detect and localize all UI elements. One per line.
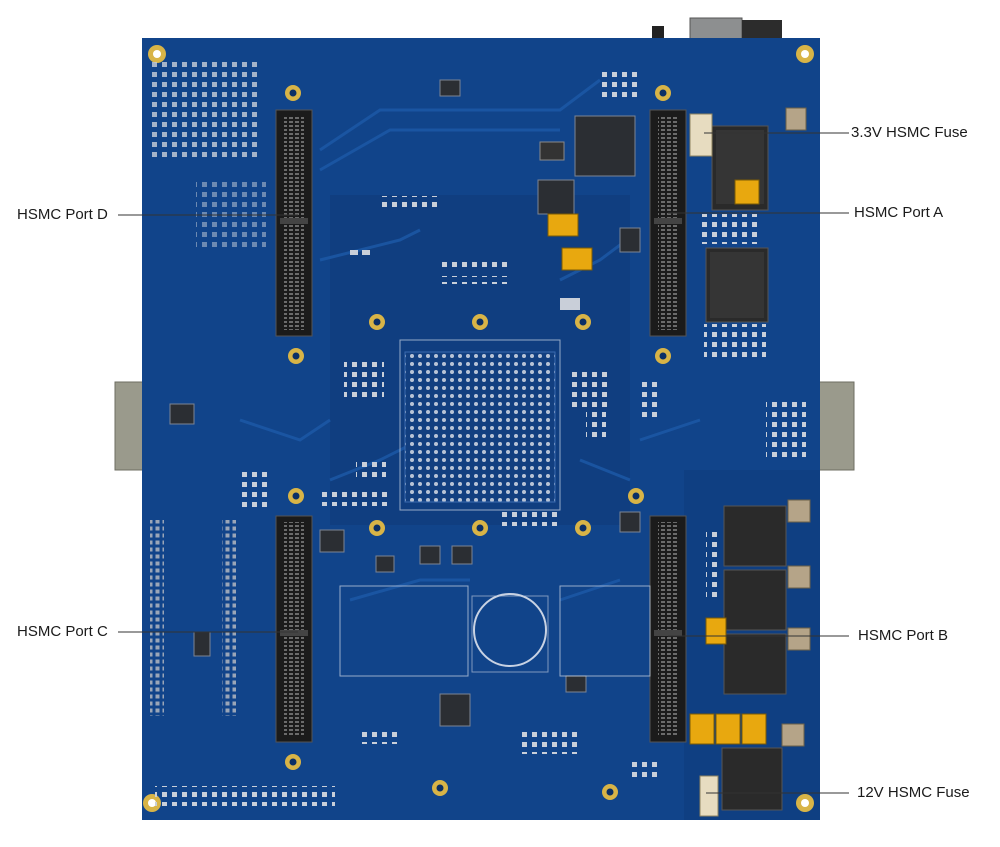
label-3v3-hsmc-fuse: 3.3V HSMC Fuse <box>851 124 968 141</box>
tantalum-capacitors <box>547 179 767 745</box>
battery-holder <box>473 593 547 667</box>
power-module-ltm4601-1 <box>723 505 787 567</box>
top-qfp-chip <box>574 115 636 177</box>
mounting-holes <box>143 45 814 812</box>
callout-leader-lines <box>118 132 849 794</box>
crystal <box>539 141 565 161</box>
label-hsmc-port-a: HSMC Port A <box>854 204 944 221</box>
fpga-bga-footprint <box>404 351 556 503</box>
hsmc-connector-port-d <box>275 109 313 337</box>
label-hsmc-port-d: HSMC Port D <box>17 206 108 223</box>
fuse-3v3-component <box>689 113 713 157</box>
fuse-12v-component <box>699 775 719 817</box>
bulk-capacitors <box>781 107 811 747</box>
top-connector-1 <box>689 17 743 41</box>
hsmc-connector-port-c <box>275 515 313 743</box>
label-hsmc-port-c: HSMC Port C <box>17 623 108 640</box>
label-hsmc-port-b: HSMC Port B <box>858 627 949 644</box>
power-module-ltm4612 <box>721 747 783 811</box>
hsmc-connector-port-a <box>649 109 687 337</box>
left-header-pins-1 <box>150 520 164 716</box>
label-12v-hsmc-fuse: 12V HSMC Fuse <box>857 784 970 801</box>
power-module-ltm4601-2 <box>723 569 787 631</box>
small-ics <box>169 79 641 727</box>
top-left-pad-grid <box>152 60 262 160</box>
small-qfp-chip <box>537 179 575 215</box>
power-module-ltm4601-3 <box>723 633 787 695</box>
power-module-ltm4628-mid <box>705 247 769 323</box>
hsmc-connector-port-b <box>649 515 687 743</box>
left-header-pins-2 <box>222 520 236 716</box>
right-bracket <box>817 381 855 471</box>
top-jumper <box>652 26 664 40</box>
bottom-header-pins <box>155 786 335 806</box>
top-connector-2 <box>742 20 782 40</box>
silkscreen-outlines <box>339 339 651 677</box>
